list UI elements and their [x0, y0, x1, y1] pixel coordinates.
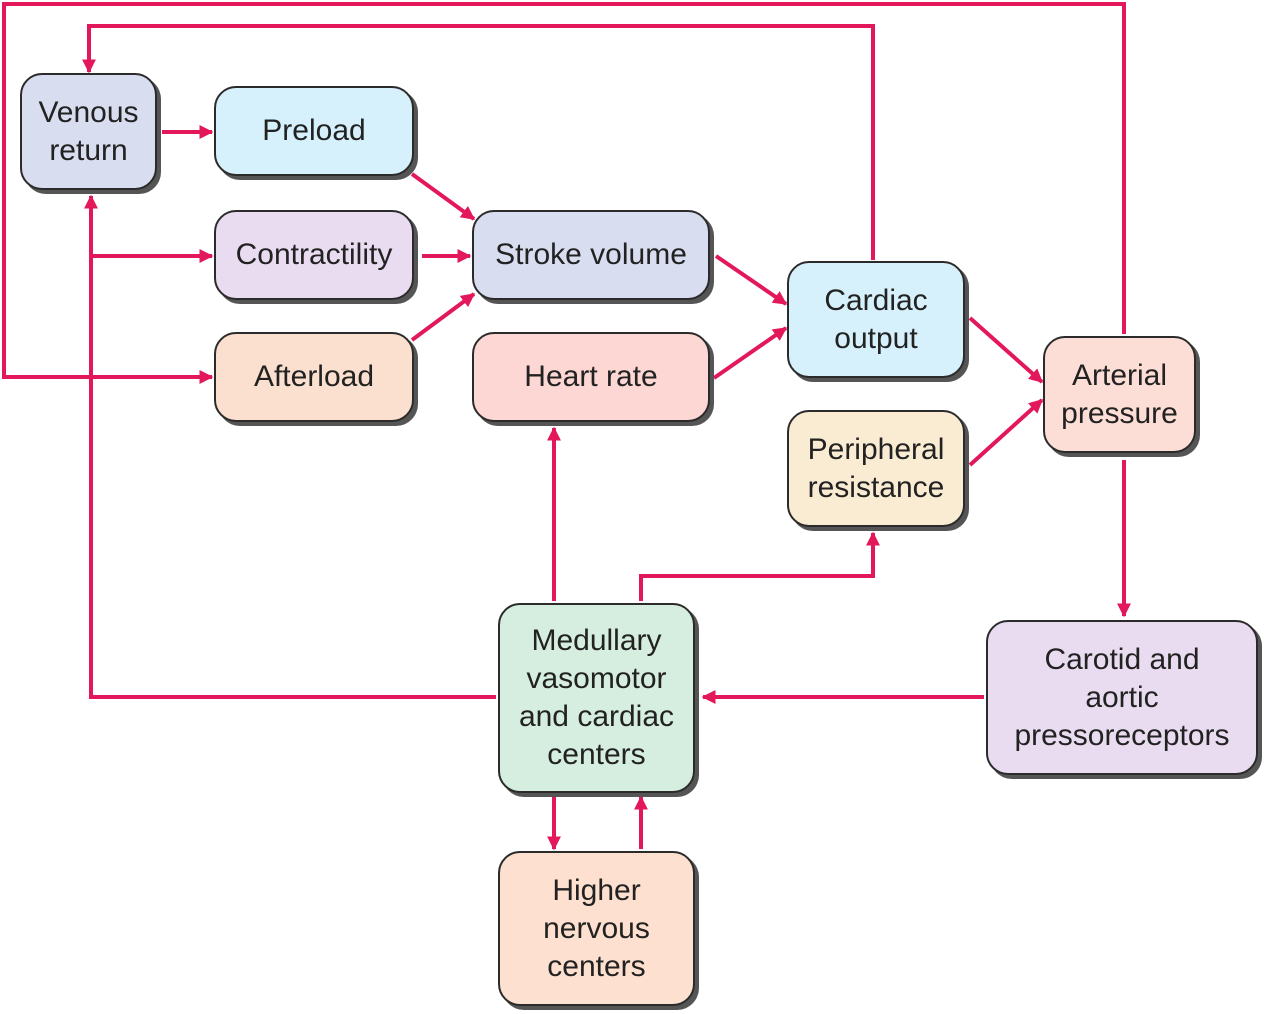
- edge-stroke-volume-to-cardiac-output: [714, 254, 788, 306]
- medullary-centers-label-line-3: and cardiac: [518, 700, 675, 733]
- venous-return-label-line-1: Venous: [38, 95, 139, 129]
- edge-afterload-to-stroke-volume: [410, 292, 476, 342]
- stroke-volume-label: Stroke volume: [495, 238, 687, 271]
- arterial-pressure-label-line-2: pressure: [1061, 396, 1178, 430]
- afterload-node: Afterload: [214, 332, 414, 422]
- edge-cardiac-output-to-venous-return: [82, 24, 875, 260]
- medullary-centers-label-line-2: vasomotor: [526, 662, 667, 695]
- edge-peripheral-resistance-to-arterial-pressure: [968, 398, 1044, 467]
- peripheral-resistance-label-line-2: resistance: [807, 470, 945, 504]
- pressoreceptors-label-line-2: aortic: [1085, 680, 1159, 714]
- pressoreceptors-label-line-3: pressoreceptors: [1014, 718, 1230, 752]
- preload-label: Preload: [262, 114, 366, 147]
- contractility-node: Contractility: [214, 210, 414, 300]
- edge-cardiac-output-to-arterial-pressure: [968, 316, 1044, 384]
- higher-nervous-centers-node: Higher nervous centers: [498, 851, 695, 1006]
- cardiac-output-label-line-2: output: [834, 321, 918, 355]
- higher-centers-label-line-3: centers: [547, 949, 646, 983]
- medullary-centers-label-line-4: centers: [547, 738, 646, 771]
- higher-centers-label-line-1: Higher: [552, 873, 641, 907]
- arterial-pressure-label-line-1: Arterial: [1071, 358, 1168, 392]
- preload-node: Preload: [214, 86, 414, 176]
- edge-medullary-centers-to-peripheral-resistance: [639, 531, 880, 601]
- pressoreceptors-node: Carotid and aortic pressoreceptors: [986, 620, 1258, 775]
- peripheral-resistance-node: Peripheral resistance: [787, 410, 965, 527]
- stroke-volume-node: Stroke volume: [472, 210, 710, 300]
- edge-heart-rate-to-cardiac-output: [712, 326, 788, 380]
- arterial-pressure-node: Arterial pressure: [1043, 336, 1196, 453]
- cardiac-output-label-line-1: Cardiac: [824, 283, 928, 317]
- afterload-label: Afterload: [253, 360, 375, 393]
- edge-preload-to-stroke-volume: [410, 172, 476, 221]
- medullary-centers-node: Medullary vasomotor and cardiac centers: [498, 603, 695, 793]
- heart-rate-node: Heart rate: [472, 332, 710, 422]
- venous-return-label-line-2: return: [49, 133, 128, 167]
- higher-centers-label-line-2: nervous: [543, 911, 650, 945]
- cardiac-output-node: Cardiac output: [787, 261, 965, 378]
- contractility-label: Contractility: [235, 238, 393, 271]
- edge-arterial-pressure-to-afterload: [2, 2, 1126, 384]
- venous-return-node: Venous return: [20, 73, 157, 190]
- peripheral-resistance-label-line-1: Peripheral: [807, 432, 945, 466]
- pressoreceptors-label-line-1: Carotid and: [1044, 642, 1200, 676]
- heart-rate-label: Heart rate: [524, 360, 658, 393]
- medullary-centers-label-line-1: Medullary: [531, 624, 662, 657]
- edge-medullary-centers-to-venous-return: [84, 194, 496, 699]
